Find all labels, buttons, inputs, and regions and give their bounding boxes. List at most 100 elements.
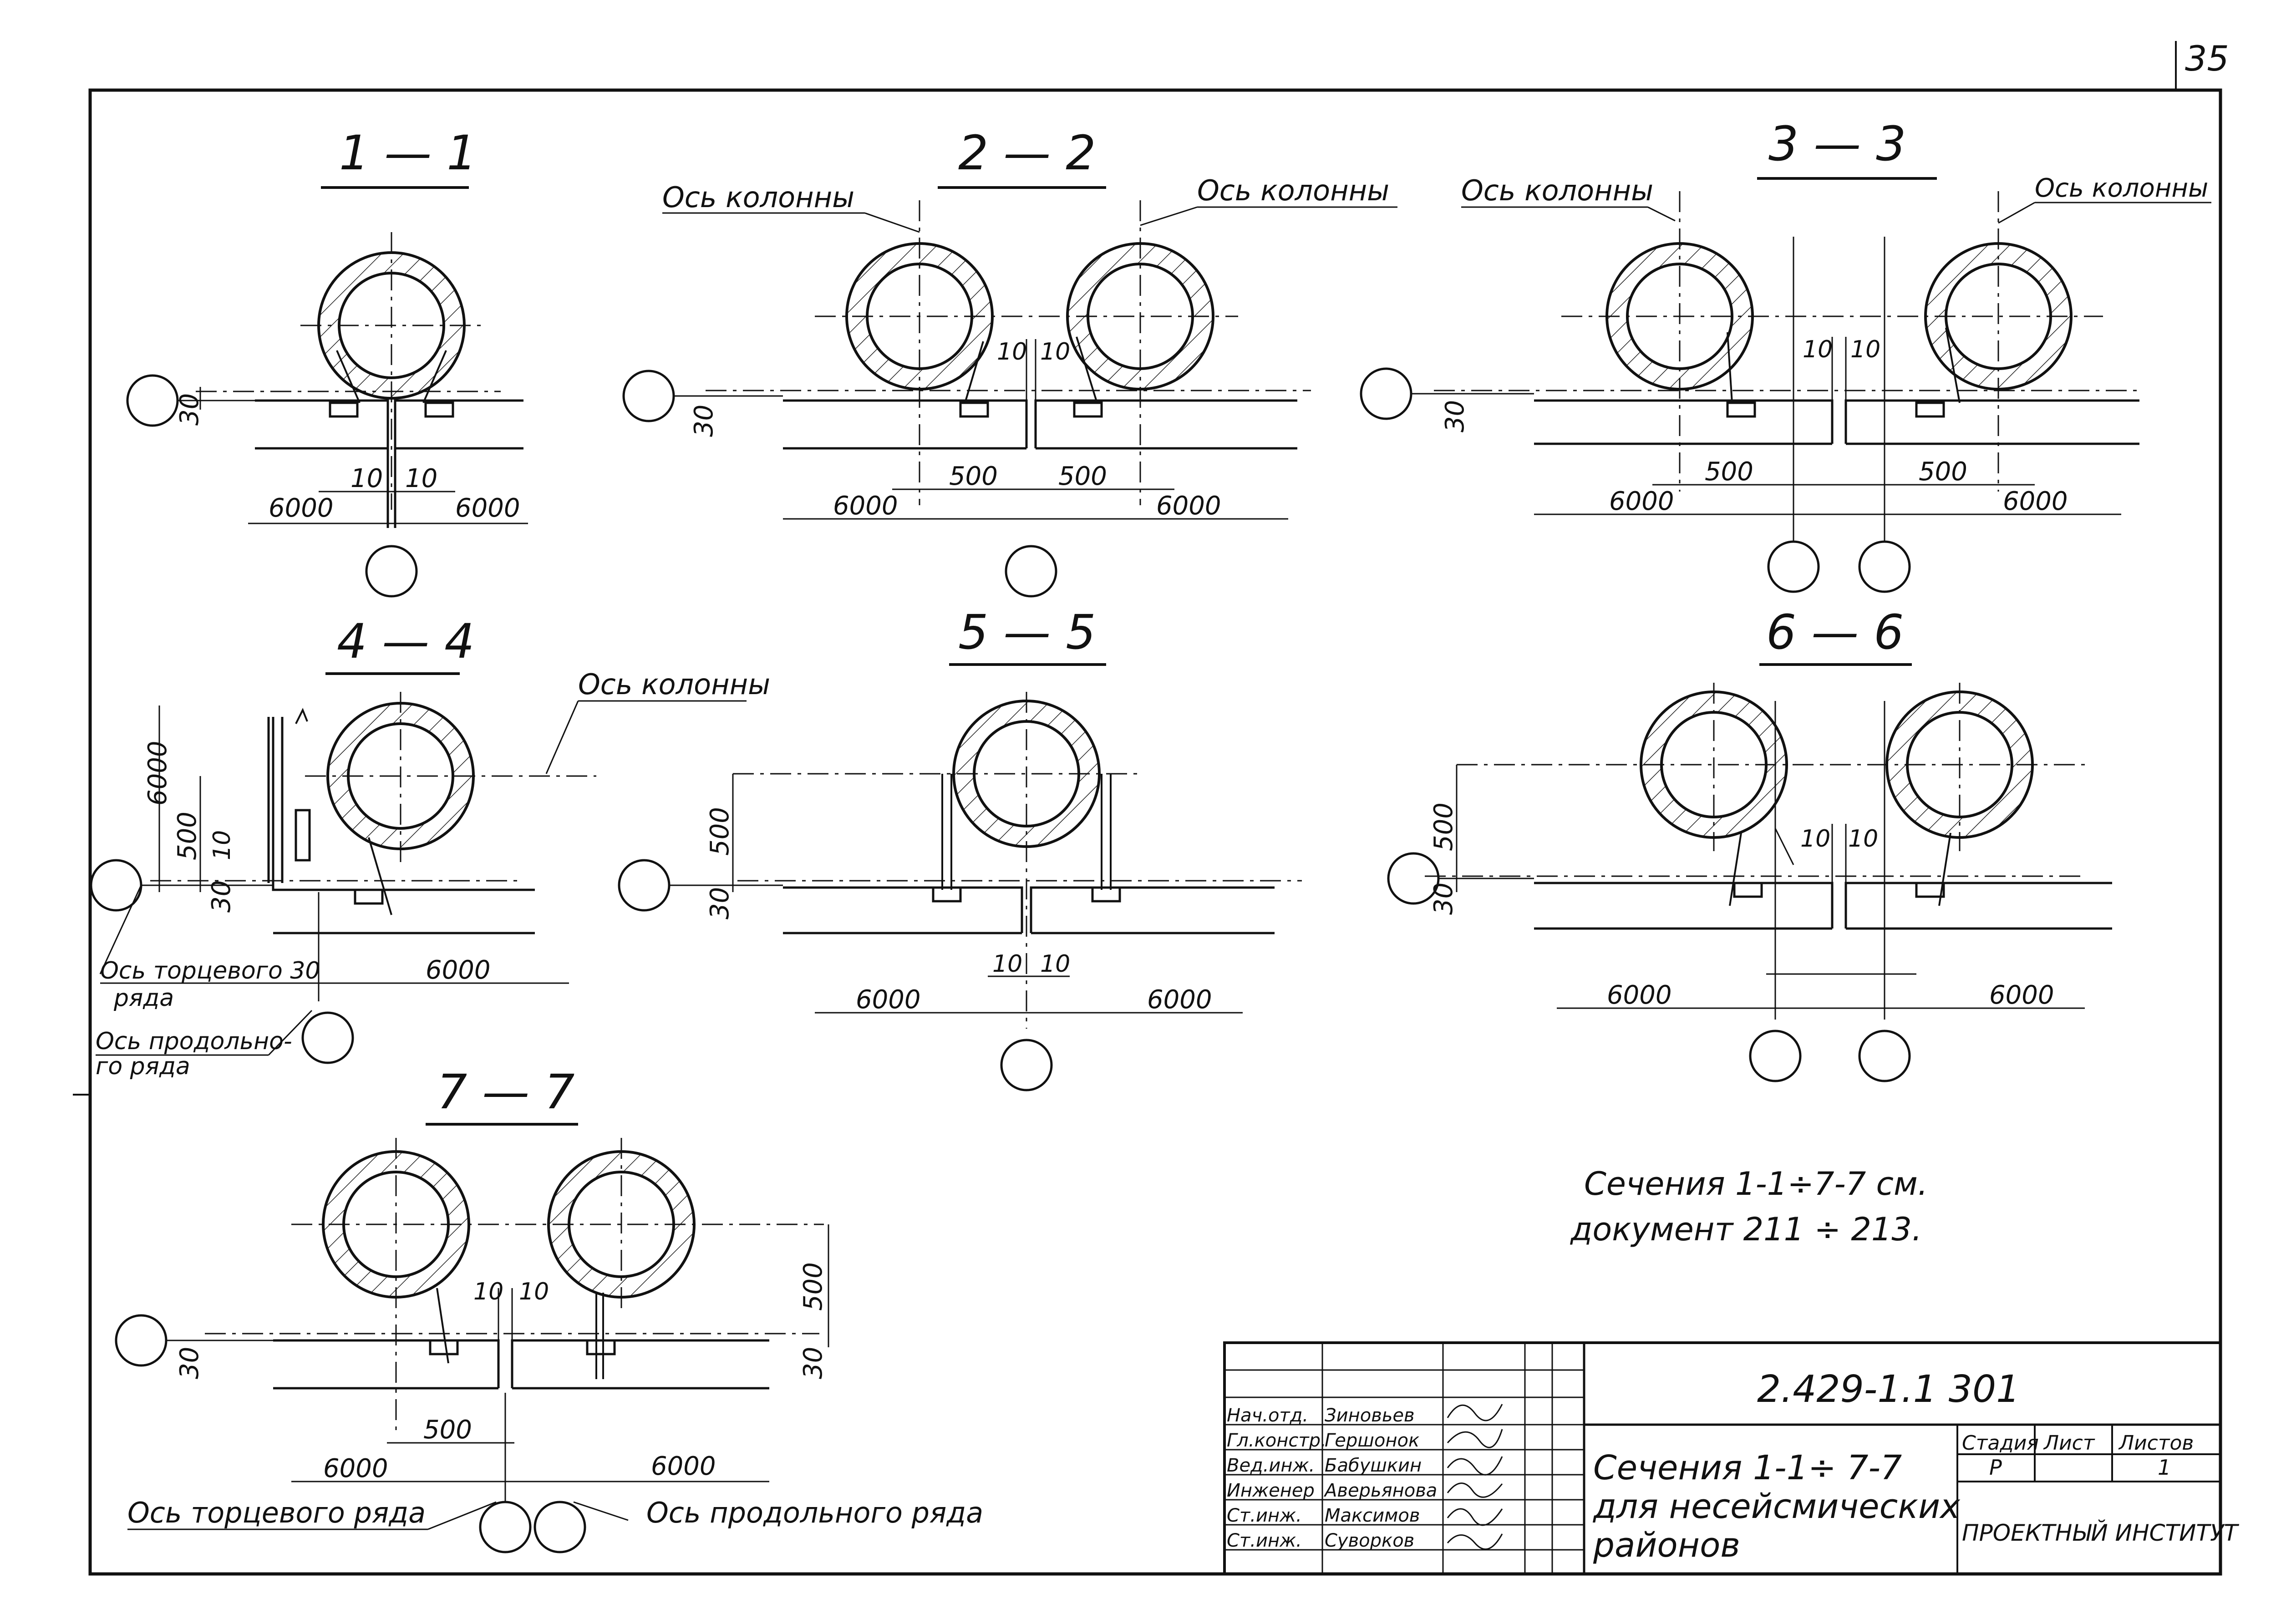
long-row-axis-label-2: го ряда xyxy=(96,1053,190,1080)
axis-marker-bottom xyxy=(301,1011,354,1064)
dim-span-right: 6000 xyxy=(1989,980,2054,1010)
dim-offset-right: 500 xyxy=(1919,457,1967,487)
dim-span-left: 6000 xyxy=(323,1454,388,1483)
dim-gap-left: 10 xyxy=(997,338,1027,365)
dim-span-left: 6000 xyxy=(1607,980,1672,1010)
title-block: Нач.отд. Зиновьев Гл.констр. Гершонок Ве… xyxy=(1223,1341,2239,1575)
dim-height: 30 xyxy=(175,393,204,426)
axis-marker-bottom-left xyxy=(479,1501,532,1553)
sheet-frame xyxy=(88,88,2222,1576)
section-3-3: 3 — 3 Ось колонны Ось колонны 10 10 30 5… xyxy=(1360,116,2211,593)
drawing-title-1: Сечения 1-1÷ 7-7 xyxy=(1593,1448,1902,1487)
end-row-axis-label-2: ряда xyxy=(113,985,174,1012)
note-line-2: документ 211 ÷ 213. xyxy=(1570,1211,1922,1248)
dim-span-right: 6000 xyxy=(1156,491,1221,521)
dim-offset-left: 500 xyxy=(1705,457,1753,487)
axis-marker-bottom-right xyxy=(1858,540,1911,593)
reference-note: Сечения 1-1÷7-7 см. документ 211 ÷ 213. xyxy=(1570,1165,1928,1248)
document-code: 2.429-1.1 301 xyxy=(1757,1368,2020,1411)
section-6-6: 6 — 6 10 10 500 30 6000 6000 xyxy=(1387,604,2112,1082)
section-2-2: 2 — 2 Ось колонны Ось колонны 10 10 30 5… xyxy=(622,125,1397,598)
axis-marker-left xyxy=(126,374,179,427)
dim-gap-right: 10 xyxy=(1850,336,1880,363)
dim-span-right: 6000 xyxy=(2003,487,2068,516)
long-row-axis-label: Ось продольно- xyxy=(96,1028,292,1055)
section-title: 7 — 7 xyxy=(437,1064,574,1120)
axis-marker-left xyxy=(1387,852,1440,905)
dim-10-vertical: 10 xyxy=(208,830,236,860)
dim-gap-right: 10 xyxy=(519,1278,549,1305)
staff-role: Инженер xyxy=(1227,1480,1315,1501)
sheet-label: Лист xyxy=(2043,1431,2095,1455)
institute-name: ПРОЕКТНЫЙ ИНСТИТУТ xyxy=(1962,1519,2239,1546)
sheets-value: 1 xyxy=(2158,1455,2171,1480)
dim-height: 30 xyxy=(689,405,719,437)
stage-label: Стадия xyxy=(1962,1431,2039,1455)
dim-span: 6000 xyxy=(426,955,491,985)
signature-mark xyxy=(1447,1404,1503,1550)
axis-marker-bottom-right xyxy=(1858,1030,1911,1082)
axis-label-left: Ось колонны xyxy=(1461,174,1653,207)
staff-name: Суворков xyxy=(1325,1530,1414,1551)
axis-label: Ось колонны xyxy=(578,668,770,701)
dim-span-left: 6000 xyxy=(856,985,921,1015)
staff-name: Аверьянова xyxy=(1323,1480,1437,1501)
axis-marker-bottom xyxy=(365,545,418,598)
dim-gap-right: 10 xyxy=(405,464,437,493)
dim-span-left: 6000 xyxy=(833,491,898,521)
axis-marker-left xyxy=(622,370,675,422)
dim-height-right: 30 xyxy=(798,1347,828,1379)
end-row-axis-label: Ось торцевого ряда xyxy=(127,1496,426,1529)
dim-span-right: 6000 xyxy=(455,493,520,523)
axis-marker-bottom xyxy=(1000,1039,1053,1091)
dim-height-500: 500 xyxy=(705,807,735,856)
axis-marker-bottom-right xyxy=(533,1501,586,1553)
section-7-7: 7 — 7 10 10 500 30 30 500 6000 6000 Ось … xyxy=(115,1064,983,1553)
end-row-axis-label: Ось торцевого 30 xyxy=(100,957,320,985)
note-line-1: Сечения 1-1÷7-7 см. xyxy=(1584,1165,1928,1203)
dim-gap-left: 10 xyxy=(1803,336,1833,363)
dim-span-left: 6000 xyxy=(269,493,334,523)
dim-span-right: 6000 xyxy=(1147,985,1212,1015)
dim-gap-right: 10 xyxy=(1848,825,1878,853)
staff-role: Ст.инж. xyxy=(1227,1530,1302,1551)
page-number: 35 xyxy=(2185,38,2229,79)
axis-marker-bottom-left xyxy=(1767,540,1820,593)
sheets-label: Листов xyxy=(2118,1431,2194,1455)
section-title: 5 — 5 xyxy=(958,604,1096,660)
axis-marker-bottom-left xyxy=(1749,1030,1802,1082)
staff-name: Бабушкин xyxy=(1325,1455,1422,1476)
dim-500-vertical: 500 xyxy=(173,812,202,860)
staff-role: Гл.констр. xyxy=(1227,1430,1326,1451)
section-title: 4 — 4 xyxy=(337,614,474,669)
stage-value: Р xyxy=(1989,1455,2002,1480)
dim-height-left: 30 xyxy=(175,1347,204,1379)
staff-role: Ст.инж. xyxy=(1227,1505,1302,1526)
dim-height-500: 500 xyxy=(1429,802,1458,851)
section-title: 2 — 2 xyxy=(958,125,1096,181)
dim-height-500: 500 xyxy=(798,1262,828,1311)
section-4-4: 4 — 4 Ось колонны 6000 500 10 30 6000 Ос… xyxy=(90,614,770,1080)
dim-gap-left: 10 xyxy=(473,1278,503,1305)
section-title: 1 — 1 xyxy=(339,125,477,181)
dim-offset: 500 xyxy=(423,1415,472,1445)
dim-offset-left: 500 xyxy=(949,462,998,491)
dim-gap-left: 10 xyxy=(1800,825,1830,853)
dim-height: 30 xyxy=(1429,883,1458,915)
axis-label-left: Ось колонны xyxy=(662,181,854,214)
dim-gap-right: 10 xyxy=(1040,950,1070,978)
staff-role: Нач.отд. xyxy=(1227,1405,1308,1426)
staff-name: Гершонок xyxy=(1325,1430,1419,1451)
section-title: 6 — 6 xyxy=(1766,604,1904,660)
dim-height: 30 xyxy=(705,887,735,919)
dim-height: 30 xyxy=(1440,400,1470,432)
staff-name: Максимов xyxy=(1325,1505,1420,1526)
dim-gap-right: 10 xyxy=(1040,338,1070,365)
long-row-axis-label: Ось продольного ряда xyxy=(646,1496,983,1529)
drawing-title-2: для несейсмических xyxy=(1592,1487,1961,1526)
dim-span-right: 6000 xyxy=(651,1451,716,1481)
axis-label-right: Ось колонны xyxy=(1197,174,1389,207)
section-5-5: 5 — 5 500 30 10 10 6000 6000 xyxy=(618,604,1302,1091)
section-1-1: 1 — 1 30 10 10 6000 6000 xyxy=(126,125,528,598)
